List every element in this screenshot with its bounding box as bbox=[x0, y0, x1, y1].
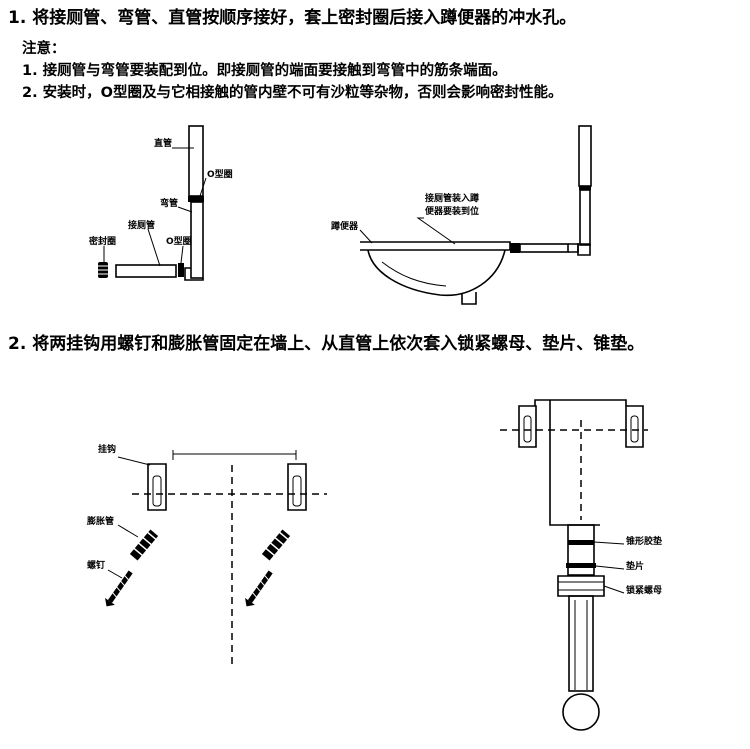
label-o-ring-bottom: O型圈 bbox=[166, 237, 192, 247]
left-pipe-assembly bbox=[98, 125, 207, 281]
right-screw bbox=[245, 570, 273, 607]
label-hook: 挂钩 bbox=[98, 445, 117, 455]
leader-screw bbox=[107, 569, 123, 579]
right-hook-slot bbox=[292, 475, 302, 507]
connector-into-toilet bbox=[519, 243, 569, 253]
leader-lock-nut bbox=[603, 585, 625, 594]
step2-instruction: 2. 将两挂钩用螺钉和膨胀管固定在墙上、从直管上依次套入锁紧螺母、垫片、锥垫。 bbox=[8, 334, 645, 354]
straight-pipe bbox=[188, 125, 204, 197]
pipe-upper bbox=[567, 524, 595, 576]
leader-elbow bbox=[177, 206, 193, 213]
leader-squat-toilet bbox=[359, 229, 373, 244]
label-note-line2: 便器要装到位 bbox=[425, 207, 480, 217]
leader-connector-pipe bbox=[147, 228, 161, 267]
elbow-vertical bbox=[190, 201, 204, 279]
label-seal-ring: 密封圈 bbox=[89, 237, 117, 247]
toilet-bowl-inner bbox=[381, 261, 447, 287]
label-cone-gasket: 锥形胶垫 bbox=[626, 537, 663, 547]
elbow-corner bbox=[577, 243, 591, 256]
label-squat-toilet: 蹲便器 bbox=[331, 222, 359, 232]
elbow-rise bbox=[579, 189, 591, 246]
label-anchor: 膨胀管 bbox=[87, 517, 115, 527]
pipe-fittings-figure bbox=[500, 399, 648, 731]
label-washer: 垫片 bbox=[626, 562, 645, 572]
left-anchor bbox=[129, 529, 159, 561]
cone-gasket bbox=[568, 540, 594, 545]
label-elbow: 弯管 bbox=[160, 199, 179, 209]
toilet-bowl bbox=[367, 249, 506, 297]
hook-bracket bbox=[534, 399, 627, 406]
note-item-2: 2. 安装时，O型圈及与它相接触的管内壁不可有沙粒等杂物，否则会影响密封性能。 bbox=[22, 85, 563, 101]
pipe-left-hook bbox=[518, 405, 537, 448]
label-o-ring-top: O型圈 bbox=[207, 170, 233, 180]
label-note-line1: 接厕管装入蹲 bbox=[425, 194, 480, 204]
pipe-right-hook bbox=[625, 405, 644, 448]
leader-hook bbox=[117, 456, 151, 466]
leader-o-ring-top bbox=[199, 177, 207, 197]
leader-cone-gasket bbox=[593, 541, 625, 545]
label-straight-pipe: 直管 bbox=[154, 139, 173, 149]
lock-nut bbox=[557, 575, 605, 597]
label-lock-nut: 锁紧螺母 bbox=[626, 586, 663, 596]
squat-toilet-assembly bbox=[359, 125, 592, 305]
leader-toilet-note bbox=[416, 217, 456, 245]
toilet-seal bbox=[510, 243, 520, 253]
pipe-bottom-bulb bbox=[562, 693, 600, 731]
leader-washer bbox=[595, 565, 625, 570]
left-screw bbox=[105, 570, 133, 607]
o-ring-top bbox=[188, 196, 204, 202]
label-screw: 螺钉 bbox=[87, 561, 106, 571]
pipe-top-connection bbox=[549, 400, 600, 526]
straight-pipe-right bbox=[578, 125, 592, 187]
pipe-lower bbox=[568, 595, 594, 692]
step1-instruction: 1. 将接厕管、弯管、直管按顺序接好，套上密封圈后接入蹲便器的冲水孔。 bbox=[8, 8, 577, 28]
note-item-1: 1. 接厕管与弯管要装配到位。即接厕管的端面要接触到弯管中的筋条端面。 bbox=[22, 63, 507, 79]
left-hook-slot bbox=[152, 475, 162, 507]
note-title: 注意： bbox=[22, 41, 66, 57]
right-anchor bbox=[261, 529, 291, 561]
leader-o-ring-bottom bbox=[180, 245, 184, 264]
washer bbox=[566, 563, 596, 568]
right-hook bbox=[287, 463, 307, 511]
toilet-rim bbox=[360, 241, 511, 251]
left-hook bbox=[147, 463, 167, 511]
wall-hooks-figure bbox=[105, 450, 327, 665]
elbow-foot bbox=[184, 267, 204, 281]
hook-spacing-dimension bbox=[172, 450, 297, 460]
toilet-drain bbox=[461, 292, 477, 305]
o-ring-bottom bbox=[178, 263, 184, 277]
label-connector-pipe: 接厕管 bbox=[128, 221, 156, 231]
connector-pipe bbox=[115, 264, 177, 278]
leader-anchor bbox=[117, 524, 139, 538]
